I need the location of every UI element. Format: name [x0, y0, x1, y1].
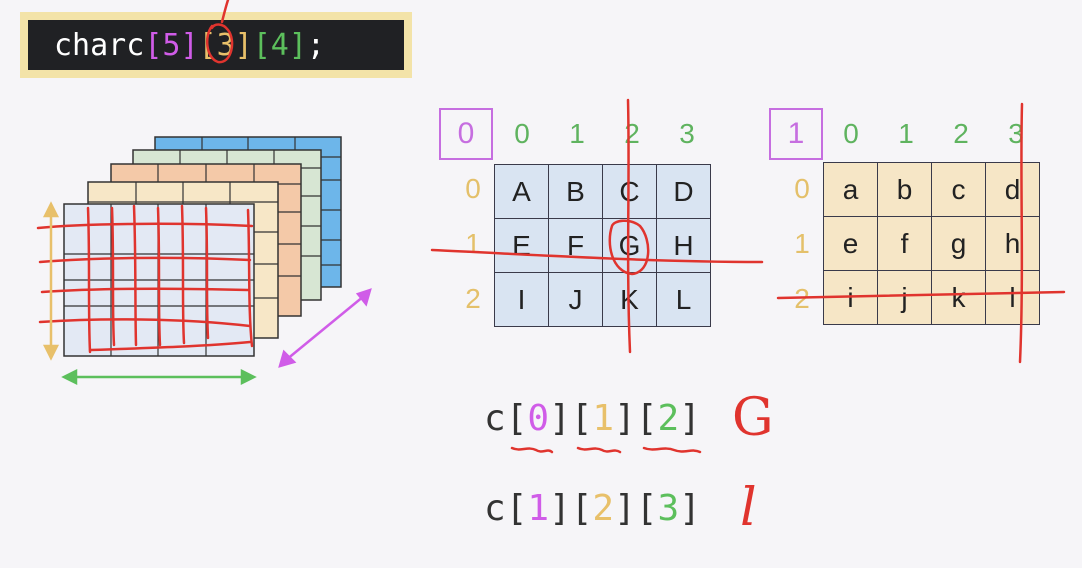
- expr-name: c: [484, 398, 506, 439]
- layer-0-grid: A B C D E F G H I J K L: [494, 164, 711, 327]
- row-label: 0: [794, 173, 810, 204]
- cell: L: [656, 272, 711, 327]
- col-label: 2: [624, 118, 640, 149]
- expr-index-col: 3: [657, 488, 680, 529]
- cell: A: [494, 164, 549, 219]
- table-row: e f g h: [823, 216, 1040, 271]
- expression-1: c[0][1][2]: [484, 398, 701, 439]
- row-label: 1: [794, 228, 810, 259]
- cell: a: [823, 162, 878, 217]
- col-label: 2: [953, 118, 969, 149]
- row-label: 1: [465, 228, 481, 259]
- layer-index-box-1: 1: [769, 108, 823, 160]
- cell: l: [985, 270, 1040, 325]
- cell: H: [656, 218, 711, 273]
- row-label: 2: [794, 283, 810, 314]
- table-row: I J K L: [494, 272, 711, 327]
- table-row: i j k l: [823, 270, 1040, 325]
- cell: C: [602, 164, 657, 219]
- cell: g: [931, 216, 986, 271]
- cell: I: [494, 272, 549, 327]
- cell: E: [494, 218, 549, 273]
- cell: c: [931, 162, 986, 217]
- expr-index-layer: 1: [527, 488, 550, 529]
- expr-index-row: 2: [592, 488, 615, 529]
- cell: J: [548, 272, 603, 327]
- cell: F: [548, 218, 603, 273]
- cell: B: [548, 164, 603, 219]
- cell: k: [931, 270, 986, 325]
- cell: h: [985, 216, 1040, 271]
- expr-index-layer: 0: [527, 398, 550, 439]
- cell: d: [985, 162, 1040, 217]
- col-label: 0: [843, 118, 859, 149]
- layer-index-box-0: 0: [439, 108, 493, 160]
- code-terminator: ;: [306, 27, 325, 63]
- result-annotation-1: G: [732, 388, 774, 448]
- cell: f: [877, 216, 932, 271]
- col-label: 1: [898, 118, 914, 149]
- code-keyword: char: [54, 27, 127, 63]
- expression-2: c[1][2][3]: [484, 488, 701, 529]
- row-label: 2: [465, 283, 481, 314]
- expr-index-row: 1: [592, 398, 615, 439]
- height-arrow: [42, 201, 60, 361]
- table-row: a b c d: [823, 162, 1040, 217]
- result-annotation-2: l: [740, 478, 757, 538]
- col-label: 3: [679, 118, 695, 149]
- cell: G: [602, 218, 657, 273]
- col-label: 1: [569, 118, 585, 149]
- col-label: 0: [514, 118, 530, 149]
- width-arrow: [61, 368, 257, 386]
- cell: b: [877, 162, 932, 217]
- cell: i: [823, 270, 878, 325]
- table-row: A B C D: [494, 164, 711, 219]
- cell: e: [823, 216, 878, 271]
- code-dim-2: 4: [270, 27, 289, 63]
- col-label: 3: [1008, 118, 1024, 149]
- cell: D: [656, 164, 711, 219]
- layer-1-grid: a b c d e f g h i j k l: [823, 162, 1040, 325]
- expr-name: c: [484, 488, 506, 529]
- code-name: c: [126, 27, 145, 63]
- row-label: 0: [465, 173, 481, 204]
- code-dim-0: 5: [162, 27, 181, 63]
- depth-arrow: [278, 288, 372, 368]
- front-face-scribbles: [36, 204, 254, 354]
- table-row: E F G H: [494, 218, 711, 273]
- expr-index-col: 2: [657, 398, 680, 439]
- cell: K: [602, 272, 657, 327]
- cell: j: [877, 270, 932, 325]
